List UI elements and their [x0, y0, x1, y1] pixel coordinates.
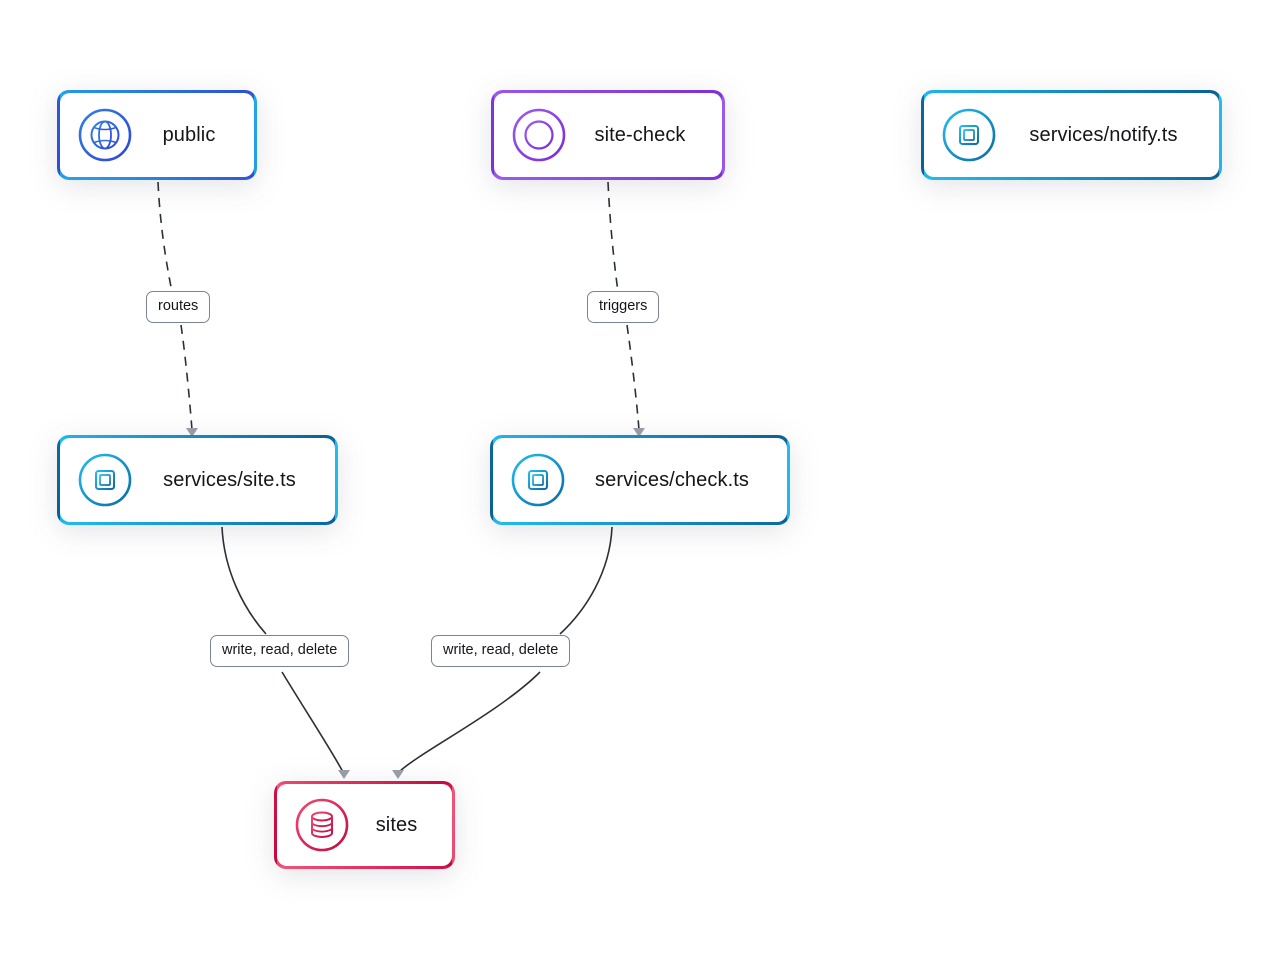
node-label: services/notify.ts: [1029, 123, 1178, 146]
clock-icon: [512, 108, 566, 162]
node-services-notify-ts[interactable]: services/notify.ts: [921, 90, 1222, 180]
node-services-site-ts[interactable]: services/site.ts: [57, 435, 338, 525]
arrowhead-check-to-sites: [392, 770, 404, 779]
node-label: services/site.ts: [163, 468, 296, 491]
node-label: services/check.ts: [595, 468, 749, 491]
arrowhead-site-to-sites: [338, 770, 350, 779]
node-label: public: [162, 123, 216, 146]
node-services-check-ts[interactable]: services/check.ts: [490, 435, 790, 525]
database-icon: [295, 798, 349, 852]
edge-label-write-read-delete-site: write, read, delete: [210, 635, 350, 667]
node-label: sites: [375, 813, 418, 836]
edge-label-write-read-delete-check: write, read, delete: [431, 635, 571, 667]
chip-icon: [511, 453, 565, 507]
node-surface: [493, 438, 787, 522]
chip-icon: [942, 108, 996, 162]
node-site-check[interactable]: site-check: [491, 90, 725, 180]
node-surface: [277, 784, 452, 866]
node-surface: [494, 93, 722, 177]
globe-icon: [78, 108, 132, 162]
node-label: site-check: [594, 123, 686, 146]
node-sites[interactable]: sites: [274, 781, 455, 869]
chip-icon: [78, 453, 132, 507]
edge-label-routes: routes: [146, 291, 211, 323]
node-public[interactable]: public: [57, 90, 257, 180]
edge-label-triggers: triggers: [587, 291, 660, 323]
node-surface: [60, 438, 335, 522]
